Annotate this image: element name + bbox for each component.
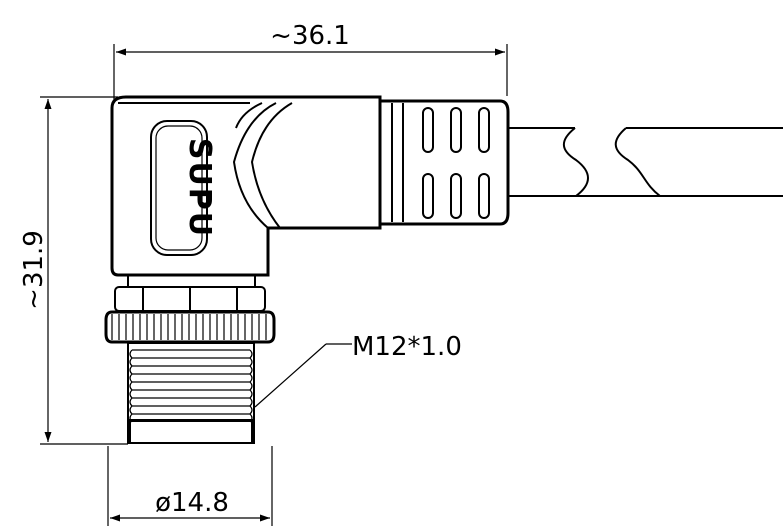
thread-crest — [249, 397, 253, 407]
thread-crest — [249, 349, 253, 359]
thread-crest — [249, 357, 253, 367]
thread-crest — [129, 405, 133, 415]
thread-crest — [129, 357, 133, 367]
diameter-label: ø14.8 — [155, 488, 229, 518]
logo-panel — [150, 120, 208, 256]
thread-crest — [129, 397, 133, 407]
thread-crest — [249, 405, 253, 415]
thread-crest — [129, 373, 133, 383]
coupling-nut — [104, 286, 276, 344]
thread-crest — [249, 381, 253, 391]
height-label: ~31.9 — [19, 230, 49, 310]
thread-crest — [249, 373, 253, 383]
brand-logo: SUPU — [182, 138, 217, 238]
thread-crest — [129, 349, 133, 359]
thread-crest — [129, 381, 133, 391]
strain-relief — [380, 99, 510, 226]
length-label: ~36.1 — [270, 21, 350, 51]
thread-crest — [129, 365, 133, 375]
thread-crest — [249, 365, 253, 375]
thread-crest — [129, 389, 133, 399]
angled-body: SUPU — [110, 95, 382, 277]
thread-crest — [249, 389, 253, 399]
cable — [508, 127, 783, 197]
neck — [127, 275, 256, 287]
length-dimension: ~36.1 — [113, 21, 508, 100]
thread-section — [127, 342, 255, 444]
thread-label: M12*1.0 — [352, 332, 462, 362]
diameter-dimension: ø14.8 — [107, 446, 273, 526]
thread-callout: M12*1.0 — [254, 332, 462, 408]
height-dimension: ~31.9 — [19, 96, 128, 445]
